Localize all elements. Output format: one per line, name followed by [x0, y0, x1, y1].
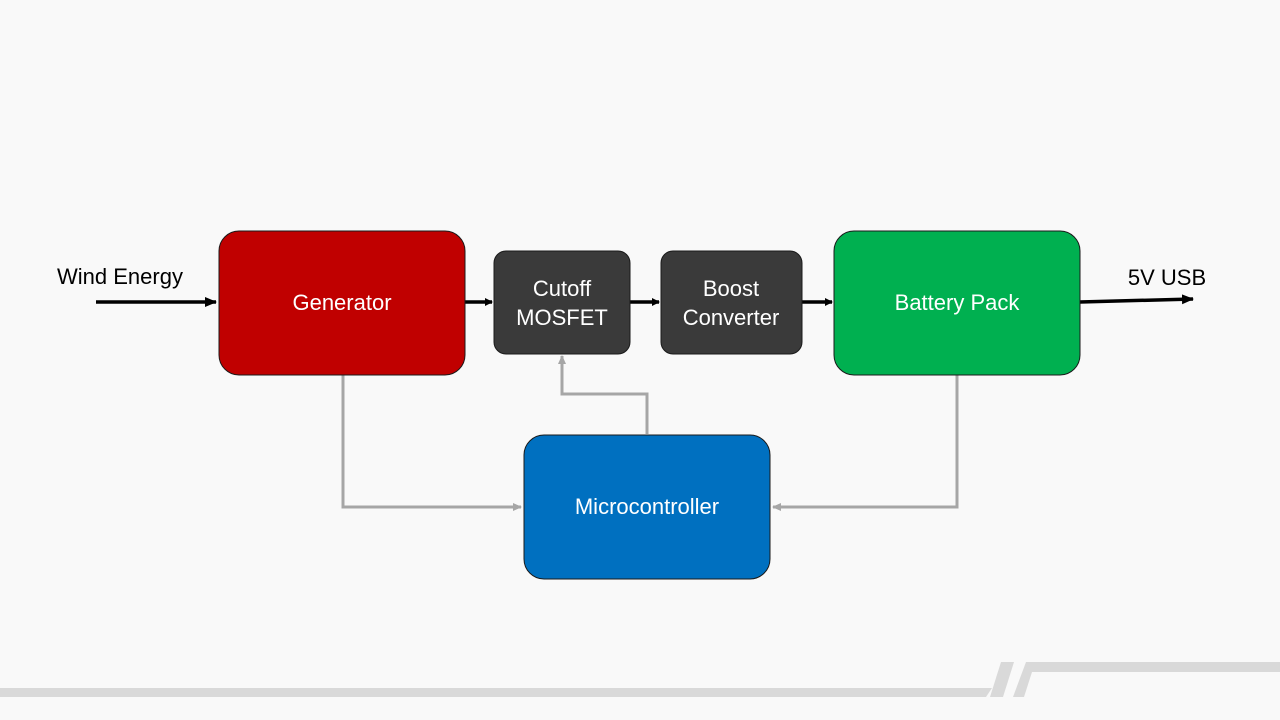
generator-box: [218, 230, 466, 376]
footer-stripe: [0, 662, 1280, 697]
usb-output-arrow: [1079, 294, 1194, 305]
input-label: Wind Energy: [57, 264, 183, 289]
battery-pack-block: Battery Pack: [833, 230, 1081, 376]
cutoff-mosfet-box: [493, 250, 631, 355]
cutoff-mosfet-block: Cutoff MOSFET: [493, 250, 631, 355]
micro-to-cutoff-line: [558, 355, 649, 434]
boost-converter-block: Boost Converter: [660, 250, 803, 355]
cutoff-label-line1: Cutoff: [533, 276, 592, 301]
microcontroller-block: Microcontroller: [523, 434, 771, 580]
generator-to-micro-line: [341, 375, 522, 511]
footer-stripe-slash: [990, 662, 1014, 697]
generator-block: Generator: [218, 230, 466, 376]
microcontroller-box: [523, 434, 771, 580]
cutoff-label-line2: MOSFET: [516, 305, 608, 330]
output-label: 5V USB: [1128, 265, 1206, 290]
battery-to-micro-line: [772, 375, 959, 511]
boost-label-line2: Converter: [683, 305, 780, 330]
battery-pack-label: Battery Pack: [895, 290, 1021, 315]
microcontroller-label: Microcontroller: [575, 494, 719, 519]
boost-converter-box: [660, 250, 803, 355]
boost-label-line1: Boost: [703, 276, 759, 301]
footer-stripe-left: [0, 688, 992, 697]
generator-label: Generator: [292, 290, 391, 315]
battery-pack-box: [833, 230, 1081, 376]
footer-stripe-right: [1013, 662, 1280, 697]
